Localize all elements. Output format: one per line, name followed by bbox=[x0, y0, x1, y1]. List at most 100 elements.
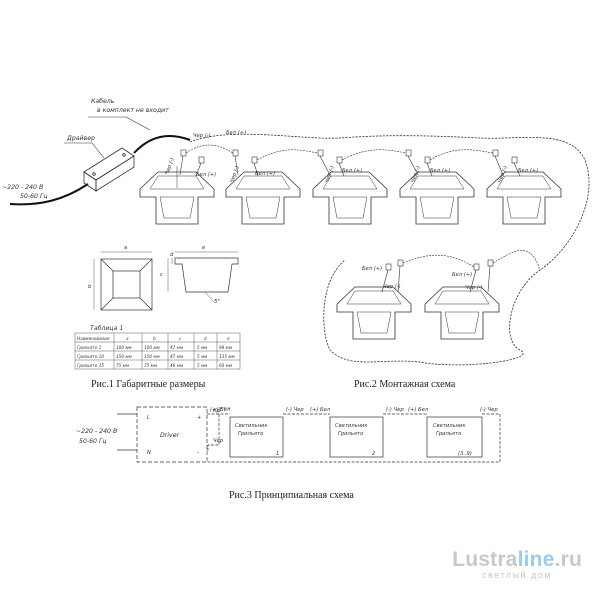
cable-note: в комплект не входит bbox=[97, 107, 169, 114]
fig1-caption: Рис.1 Габаритные размеры bbox=[91, 379, 206, 390]
fixture-row-bottom bbox=[336, 286, 500, 340]
td: 5 мм bbox=[197, 354, 207, 359]
wire-minus-1: (-) Чер bbox=[286, 407, 304, 413]
lamp-2-type: Грильято bbox=[338, 431, 363, 437]
wire-tags-bottom: Бел (+) Чер (-) Бел (+) Чер (-) bbox=[362, 266, 483, 291]
loop-wire bbox=[189, 133, 590, 366]
fig3-schematic: ~220 - 240 В 50-60 Гц Driver L N + - Кр … bbox=[76, 406, 501, 501]
wire-white-label: Бел (+) bbox=[226, 130, 246, 136]
fixture-row-top bbox=[139, 166, 562, 225]
table-text: Наименование a b c d e Грильято 1 100 мм… bbox=[77, 336, 235, 368]
tag: Бел (+) bbox=[452, 272, 472, 278]
driver-name: Driver bbox=[160, 432, 179, 439]
th: c bbox=[179, 336, 182, 341]
td: 60 мм bbox=[219, 363, 232, 368]
lamp-2-name: Светильник bbox=[335, 423, 368, 429]
fig2-wiring-diagram: Кабель в комплект не входит Драйвер ~220… bbox=[2, 97, 590, 390]
table-title: Таблица 1 bbox=[90, 324, 123, 332]
tag: Чер (-) bbox=[324, 165, 336, 184]
pin-minus: - bbox=[197, 450, 199, 456]
pin-l: L bbox=[147, 415, 150, 421]
td: 98 мм bbox=[219, 345, 232, 350]
schem-freq: 50-60 Гц bbox=[79, 438, 107, 445]
wire-plus-2: (+) Бел bbox=[310, 407, 331, 413]
td: 75 мм bbox=[116, 363, 129, 368]
lamp-1-name: Светильник bbox=[235, 423, 268, 429]
th: d bbox=[204, 336, 207, 341]
th: a bbox=[126, 336, 129, 341]
lamp-3-name: Светильник bbox=[433, 423, 466, 429]
out-red: Кр bbox=[213, 408, 221, 414]
td: 5 мм bbox=[197, 345, 207, 350]
tag: Чер (-) bbox=[465, 285, 483, 291]
driver-box bbox=[83, 147, 135, 192]
wire-tags-top: Чер (-) Бел (+) Чер (-) Бел (+) Бел (+) … bbox=[164, 157, 538, 184]
tag: Чер (-) bbox=[164, 157, 176, 176]
tag: Бел (+) bbox=[342, 168, 362, 174]
th: b bbox=[153, 336, 156, 341]
td: 47 мм bbox=[170, 354, 183, 359]
out-black: Чер bbox=[213, 438, 224, 444]
connectors-bottom bbox=[381, 250, 541, 293]
dimension-table bbox=[74, 332, 241, 370]
wire-minus-2: (-) Чер bbox=[386, 407, 404, 413]
tag: Бел (+) bbox=[196, 172, 216, 178]
connectors-top bbox=[179, 144, 521, 177]
td: Грильято 10 bbox=[77, 354, 104, 359]
lamp-block-2 bbox=[329, 416, 384, 458]
driver-leader bbox=[64, 142, 105, 159]
tag: Чер (-) bbox=[497, 165, 509, 184]
watermark-part-a: Lustra bbox=[452, 548, 518, 571]
top-view-outer bbox=[100, 258, 153, 311]
lamp-3-type: Грильято bbox=[436, 431, 461, 437]
dim-a: a bbox=[124, 245, 127, 251]
th: e bbox=[227, 336, 230, 341]
th: Наименование bbox=[77, 336, 110, 341]
wire-plus-1: (+) Бел bbox=[210, 407, 231, 413]
watermark-logo: Lustraline.ru bbox=[452, 548, 582, 572]
td: 46 мм bbox=[170, 363, 183, 368]
dim-d: d bbox=[170, 252, 174, 258]
watermark-slogan: светлый дом bbox=[482, 570, 553, 580]
td: Грильято 1 bbox=[77, 345, 102, 350]
driver-label: Драйвер bbox=[66, 135, 95, 142]
td: 5 мм bbox=[197, 363, 207, 368]
pin-n: N bbox=[147, 450, 151, 456]
lamp-3-num: (3..9) bbox=[458, 451, 472, 457]
fig2-caption: Рис.2 Монтажная схема bbox=[354, 379, 456, 390]
driver-block bbox=[136, 406, 208, 463]
lamp-block-1 bbox=[229, 416, 284, 458]
td: 100 мм bbox=[116, 345, 132, 350]
td: 135 мм bbox=[219, 354, 235, 359]
td: Грильято 15 bbox=[77, 363, 104, 368]
wire-plus-3: (+) Бел bbox=[408, 407, 429, 413]
dim-c: c bbox=[160, 272, 163, 278]
fig1-dimensions: a b e c d 5° Таблица 1 Наименование a b … bbox=[74, 245, 241, 390]
tag: Бел (+) bbox=[255, 171, 275, 177]
dim-b: b bbox=[88, 284, 92, 290]
side-view bbox=[167, 251, 239, 303]
watermark-part-c: .ru bbox=[554, 548, 582, 571]
schem-voltage: ~220 - 240 В bbox=[76, 428, 117, 435]
td: 100 мм bbox=[144, 345, 160, 350]
tag: Чер (-) bbox=[229, 165, 241, 184]
td: 75 мм bbox=[144, 363, 157, 368]
dim-e: e bbox=[202, 245, 205, 251]
lamp-1-type: Грильято bbox=[238, 431, 263, 437]
cable-label: Кабель bbox=[91, 97, 115, 105]
tag: Бел (+) bbox=[430, 168, 450, 174]
lamp-2-num: 2 bbox=[372, 451, 375, 457]
lamp-block-3 bbox=[426, 416, 483, 458]
cable-leader bbox=[88, 116, 151, 131]
watermark-part-b: line bbox=[517, 548, 555, 571]
watermark: Lustraline.ru светлый дом bbox=[452, 548, 582, 580]
td: 150 мм bbox=[116, 354, 132, 359]
fig3-caption: Рис.3 Принципиальная схема bbox=[229, 490, 354, 501]
pin-plus: + bbox=[197, 415, 201, 421]
mains-cable bbox=[9, 183, 89, 206]
wire-black-label: Чер (-) bbox=[193, 133, 211, 139]
mains-voltage: ~220 - 240 В bbox=[2, 184, 43, 191]
tag: Бел (+) bbox=[362, 266, 382, 272]
